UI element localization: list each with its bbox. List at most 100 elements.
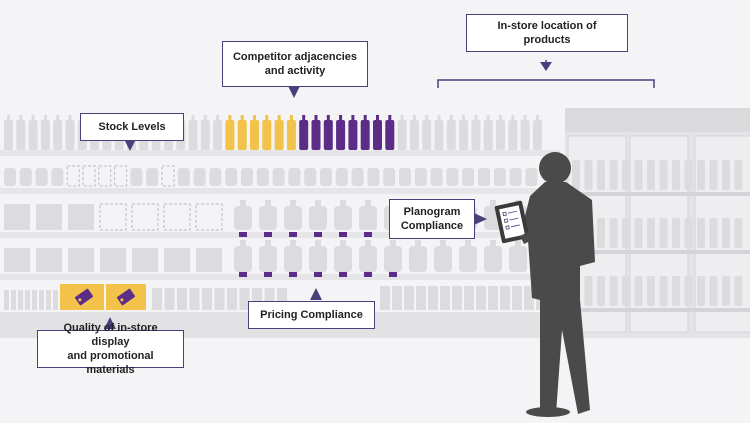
jug-cap [265,240,271,246]
bottle [200,115,210,150]
bottle [299,115,309,150]
bottle-body [188,120,198,150]
jar [288,168,301,186]
callout-stock-text: Stock Levels [98,121,166,133]
empty-slot [66,165,80,187]
bottle [532,115,542,150]
can [488,286,498,310]
jug [459,246,477,272]
bottle-body [385,120,395,150]
fridge-bottle [697,218,705,248]
bottle-body [348,120,358,150]
jug [509,246,527,272]
bottle-body [213,120,223,150]
callout-quality-line1: Quality of in-store display [63,322,158,348]
jug [434,246,452,272]
bottle-cap [68,115,72,121]
jar [525,168,538,186]
fridge-bottle [634,276,643,306]
jug-cap [365,240,371,246]
tablet-icon [494,200,530,244]
bottle-body [459,120,469,150]
price-label [239,272,247,277]
bottle [446,115,456,150]
shelf-board [0,232,560,238]
bottle [311,115,321,150]
price-label [339,272,347,277]
bottle [336,115,346,150]
bottle-body [299,120,309,150]
jug-cap [315,200,321,206]
bottle-cap [191,115,195,121]
bottle [40,115,50,150]
bottle [496,115,505,150]
empty-slot [114,165,128,187]
jug-cap [290,200,296,206]
bottle-cap [388,115,392,121]
jug-cap [415,240,421,246]
jar [335,168,348,186]
jar [383,168,396,186]
bottle [348,115,358,150]
box [36,204,62,230]
fridge-bottle [672,218,680,248]
callout-planogram-line2: Compliance [400,220,464,232]
bottle [188,115,198,150]
bottle [373,115,382,150]
callout-competitor-line1: Competitor adjacencies [232,51,358,63]
bottle-body [434,120,444,150]
fridge-bottle [647,218,655,248]
jug [284,206,302,230]
fridge-bottle [609,218,618,248]
stock-arrow [124,139,136,151]
fridge-bottle [634,218,643,248]
fridge-bottle [684,276,693,306]
bottle-body [483,120,493,150]
person-head [539,152,571,184]
fridge-shelf [568,250,750,254]
jug-cap [315,240,321,246]
bottle-body [274,120,284,150]
checklist-icon [502,210,520,230]
fridge-bottle [597,276,605,306]
fridge-shelf [568,308,750,312]
bottle [213,115,223,150]
can [464,286,474,310]
empty-slot [99,203,127,231]
bottle [16,115,26,150]
bottle-cap [265,115,269,121]
box [36,248,62,272]
bottle-body [237,120,247,150]
jug [234,206,252,230]
can [392,286,402,310]
can [264,288,275,310]
bottle-cap [437,115,441,121]
location-bracket [437,79,655,88]
can [440,286,450,310]
bottle-body [53,120,63,150]
jug [259,206,277,230]
jug-cap [240,240,246,246]
can [500,286,510,310]
box [100,248,126,272]
jar [209,168,222,186]
bottle-body [65,120,75,150]
can [476,286,486,310]
callout-stock: Stock Levels [80,113,184,141]
bottle-cap [56,115,60,121]
bottle-cap [499,115,502,121]
bottle [286,115,296,150]
callout-pricing-text: Pricing Compliance [260,309,363,321]
can [252,288,262,310]
bottle [508,115,518,150]
fridge-header [565,108,750,132]
box [4,204,30,230]
shelf-board [0,150,560,156]
bottle-cap [240,115,244,121]
bottle [4,115,13,150]
jug-cap [340,240,346,246]
box [196,248,222,272]
person-body [522,182,595,414]
jar [430,168,443,186]
bottle-body [286,120,296,150]
